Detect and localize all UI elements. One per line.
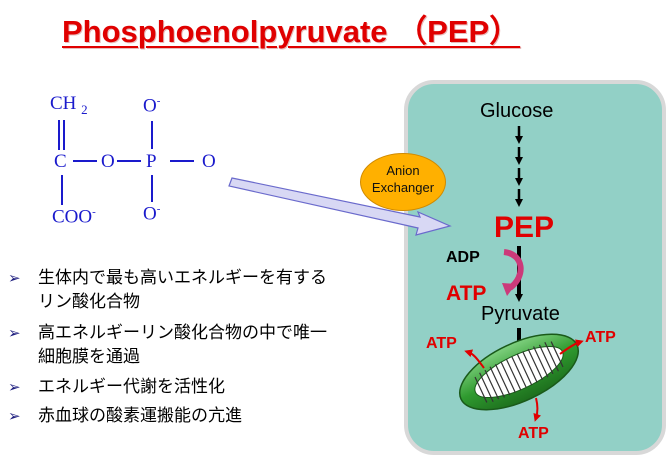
adp-atp-curve <box>503 249 524 291</box>
atp-left-arrow <box>464 349 485 369</box>
glucose-label: Glucose <box>480 100 554 122</box>
pyruvate-label: Pyruvate <box>481 303 560 325</box>
atp-bottom-label: ATP <box>518 425 549 442</box>
bullet-text: リン酸化合物 <box>38 292 140 312</box>
structure-bonds <box>58 120 194 205</box>
adp-atp-arrowhead <box>502 283 516 296</box>
bullet-marker-icon: ➢ <box>8 407 21 425</box>
anion-exchanger-label-2: Exchanger <box>371 180 435 195</box>
bullet-text: 細胞膜を通過 <box>38 347 140 367</box>
o-bottom-atom: O- <box>143 203 161 225</box>
atp-right-label: ATP <box>585 329 616 346</box>
mitochondrion <box>458 333 580 411</box>
c-atom: C <box>54 151 67 172</box>
atp-right-arrow <box>559 339 584 355</box>
o-left-atom: O <box>101 151 115 172</box>
atp-main-label: ATP <box>446 282 487 305</box>
anion-exchanger: Anion Exchanger <box>360 153 446 211</box>
bullet-text: 高エネルギーリン酸化合物の中で唯一 <box>38 323 327 343</box>
page-title: Phosphoenolpyruvate （PEP） <box>62 14 521 49</box>
pep-label: PEP <box>494 211 555 244</box>
bullet-text: エネルギー代謝を活性化 <box>38 377 225 397</box>
p-atom: P <box>146 151 157 172</box>
ch2-group: CH 2 <box>50 93 88 117</box>
transport-arrow <box>228 177 452 236</box>
bullet-marker-icon: ➢ <box>8 378 21 396</box>
adp-label: ADP <box>446 249 480 266</box>
bullet-marker-icon: ➢ <box>8 269 21 287</box>
coo-group: COO- <box>52 206 96 228</box>
bullet-marker-icon: ➢ <box>8 324 21 342</box>
bullet-text: 生体内で最も高いエネルギーを有する <box>38 268 327 288</box>
o-right-atom: O <box>202 151 216 172</box>
o-top-atom: O- <box>143 95 161 117</box>
atp-left-label: ATP <box>426 335 457 352</box>
atp-bottom-arrow <box>533 397 542 422</box>
anion-exchanger-label-1: Anion <box>386 163 420 178</box>
bullet-text: 赤血球の酸素運搬能の亢進 <box>38 406 242 426</box>
atp-output-arrows <box>464 339 584 422</box>
